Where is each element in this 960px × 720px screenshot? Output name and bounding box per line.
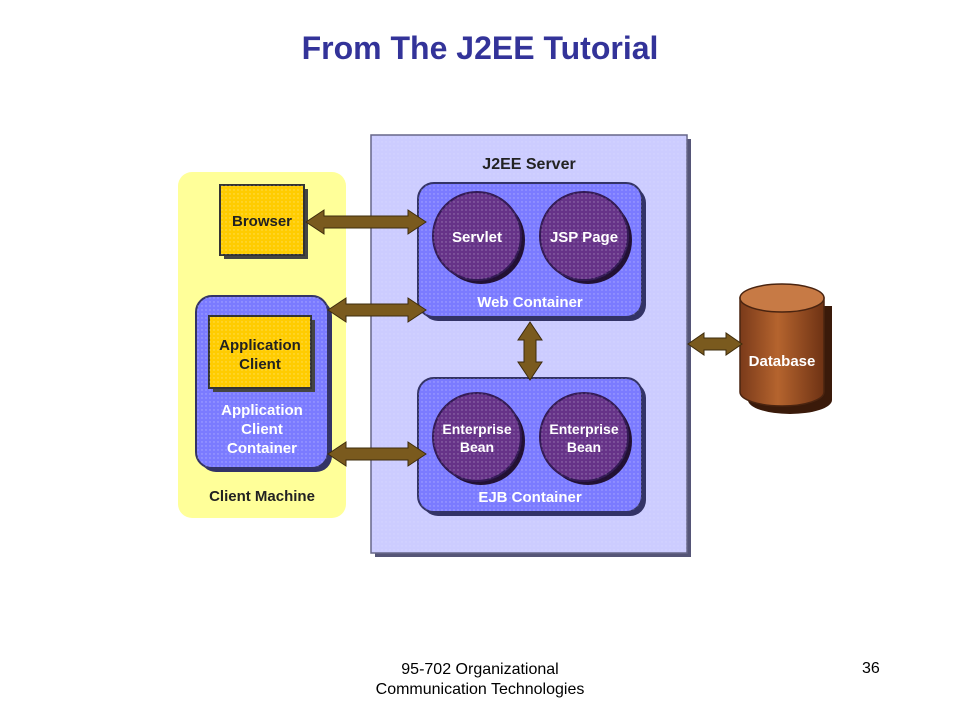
ejb-container-label: EJB Container <box>478 489 582 506</box>
database-label: Database <box>749 353 816 370</box>
app-client-container-label-3: Container <box>227 440 297 457</box>
footer-line-2: Communication Technologies <box>375 681 585 698</box>
database-cylinder: Database <box>739 283 832 414</box>
web-container-label: Web Container <box>477 294 583 311</box>
servlet-label: Servlet <box>452 229 502 246</box>
jsp-page-component: JSP Page <box>539 191 632 284</box>
arrow-appclient-web <box>327 297 427 323</box>
slide-number: 36 <box>862 660 880 677</box>
slide-title: From The J2EE Tutorial <box>301 30 659 66</box>
enterprise-bean-2: Enterprise Bean <box>539 392 632 485</box>
enterprise-bean-2-label-1: Enterprise <box>549 421 618 437</box>
footer-line-1: 95-702 Organizational <box>401 661 559 678</box>
application-client-box: Application Client <box>208 315 315 392</box>
app-client-label-1: Application <box>219 337 301 354</box>
app-client-container-label-1: Application <box>221 402 303 419</box>
app-client-container-label-2: Client <box>241 421 283 438</box>
browser-label: Browser <box>232 213 292 230</box>
arrow-browser-web <box>305 209 427 235</box>
app-client-label-2: Client <box>239 356 281 373</box>
client-machine-label: Client Machine <box>209 488 315 505</box>
arrow-web-ejb <box>517 321 543 381</box>
arrow-server-database <box>687 332 743 356</box>
jsp-page-label: JSP Page <box>550 229 618 246</box>
enterprise-bean-2-label-2: Bean <box>567 439 601 455</box>
enterprise-bean-1-label-1: Enterprise <box>442 421 511 437</box>
j2ee-architecture-diagram: Client Machine Browser Application Clien… <box>178 134 832 557</box>
servlet-component: Servlet <box>432 191 525 284</box>
enterprise-bean-1-label-2: Bean <box>460 439 494 455</box>
j2ee-server-label: J2EE Server <box>482 156 575 173</box>
footer-course-title: 95-702 Organizational Communication Tech… <box>280 660 680 700</box>
browser-box: Browser <box>219 184 308 259</box>
arrow-appclient-ejb <box>327 441 427 467</box>
enterprise-bean-1: Enterprise Bean <box>432 392 525 485</box>
